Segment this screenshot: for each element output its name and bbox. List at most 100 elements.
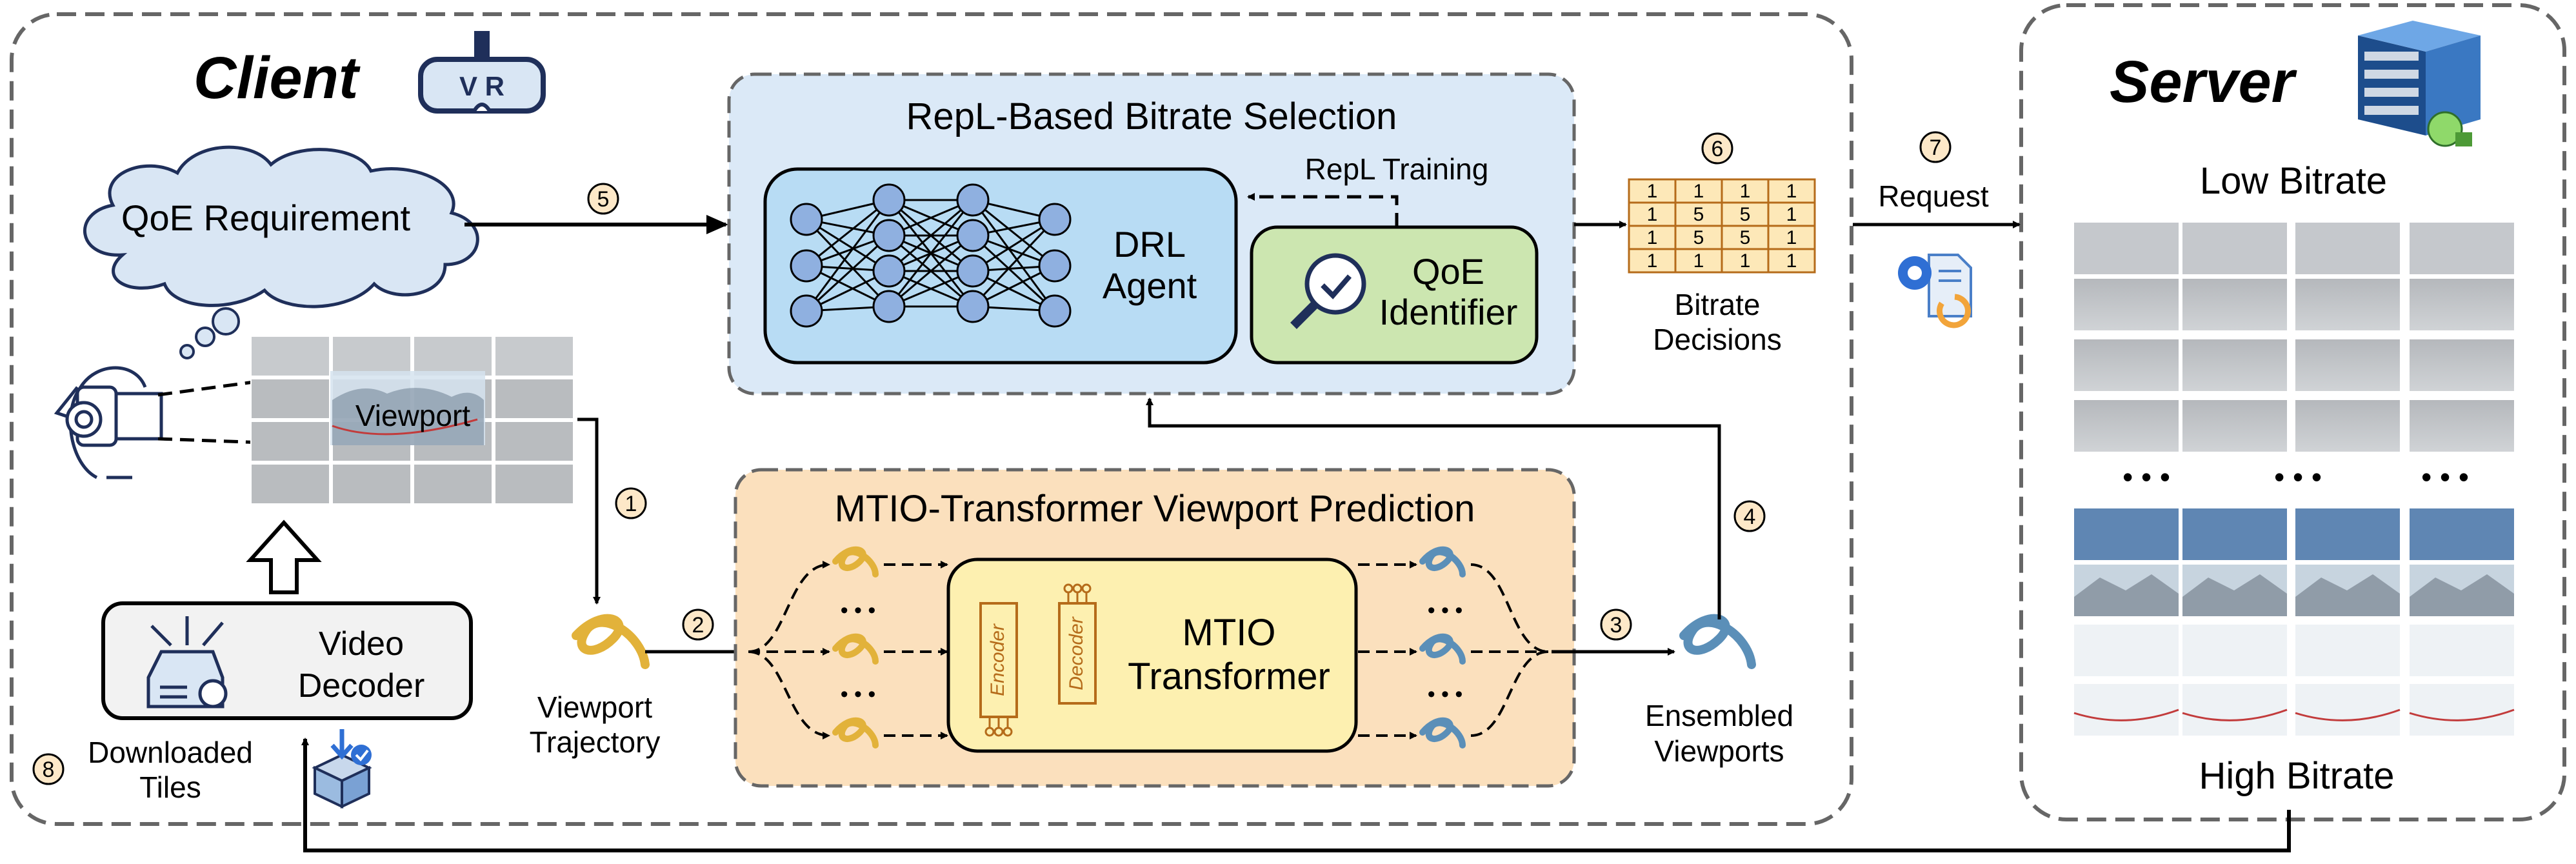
matrix-cell-value: 1 (1693, 181, 1704, 202)
vr-headset-icon: V R (418, 31, 546, 114)
nn-node (956, 290, 990, 323)
client-tile (252, 379, 329, 418)
low-bitrate-tile (2074, 223, 2179, 274)
svg-text:7: 7 (1930, 136, 1942, 160)
client-tile-grid: Viewport (250, 336, 574, 503)
nn-node (790, 203, 823, 236)
svg-text:1: 1 (625, 492, 637, 516)
low-bitrate-tile (2182, 223, 2287, 274)
trajectory-icon (832, 717, 879, 748)
svg-text:6: 6 (1712, 137, 1724, 161)
svg-text:5: 5 (597, 187, 610, 212)
client-tile (252, 465, 329, 503)
low-bitrate-tile (2182, 279, 2287, 330)
download-box-icon (312, 729, 372, 809)
high-bitrate-tile (2295, 508, 2400, 560)
high-bitrate-tile (2182, 684, 2287, 736)
step-1-badge: 1 (615, 487, 647, 519)
mtio-title: MTIO-Transformer Viewport Prediction (835, 488, 1475, 530)
matrix-cell-value: 5 (1740, 204, 1751, 225)
low-bitrate-tile (2182, 339, 2287, 391)
arrow-viewport-to-trajectory (577, 417, 601, 605)
high-bitrate-tile (2410, 508, 2514, 560)
matrix-cell (1628, 201, 1677, 227)
matrix-cell-value: 5 (1693, 227, 1704, 248)
nn-node (872, 254, 906, 288)
low-bitrate-tile (2410, 223, 2514, 274)
high-bitrate-tile (2410, 625, 2514, 676)
svg-text:Identifier: Identifier (1379, 292, 1518, 332)
matrix-cell (1674, 248, 1723, 274)
step-8-badge: 8 (32, 753, 65, 785)
svg-text:2: 2 (692, 613, 704, 638)
low-bitrate-tile (2295, 223, 2400, 274)
svg-text:4: 4 (1744, 505, 1756, 529)
svg-text:QoE Requirement: QoE Requirement (121, 197, 411, 238)
matrix-cell-value: 1 (1740, 250, 1751, 272)
svg-text:Viewport: Viewport (537, 690, 652, 724)
server-container (2019, 3, 2566, 821)
client-tile (252, 422, 329, 461)
trajectory-icon (832, 546, 879, 578)
dots: • • • (1428, 598, 1463, 623)
trajectory-icon (1419, 546, 1466, 578)
nn-node (790, 294, 823, 328)
low-bitrate-tile (2410, 400, 2514, 452)
svg-text:QoE: QoE (1412, 251, 1484, 292)
low-bitrate-tile (2410, 339, 2514, 391)
low-bitrate-tile (2295, 279, 2400, 330)
client-tile (333, 337, 410, 376)
nn-node (1038, 294, 1072, 328)
matrix-cell-value: 1 (1647, 204, 1658, 225)
matrix-cell-value: 1 (1647, 250, 1658, 272)
matrix-cell (1767, 248, 1816, 274)
svg-text:8: 8 (43, 758, 55, 782)
toolbox-icon (146, 616, 228, 708)
client-title: Client (194, 45, 361, 111)
svg-text:Tiles: Tiles (139, 770, 201, 804)
svg-text:Transformer: Transformer (1128, 656, 1330, 698)
nn-node (956, 254, 990, 288)
client-tile (333, 465, 410, 503)
encoder-block: Encoder (979, 602, 1018, 737)
low-bitrate-tile (2295, 400, 2400, 452)
nn-node (790, 249, 823, 283)
view-line-bottom (157, 437, 336, 447)
tiles-ellipsis-1: • • • (2122, 460, 2170, 494)
tiles-ellipsis-2: • • • (2274, 460, 2322, 494)
nn-node (1038, 249, 1072, 283)
matrix-cell-value: 5 (1740, 227, 1751, 248)
high-bitrate-tile (2295, 625, 2400, 676)
svg-text:Viewports: Viewports (1654, 734, 1784, 768)
svg-text:Decisions: Decisions (1653, 323, 1781, 356)
mtio-transformer-box (946, 558, 1358, 753)
server-title: Server (2110, 49, 2297, 115)
trajectory-icon (1419, 717, 1466, 748)
step-5-badge: 5 (587, 183, 619, 215)
user-head-vr-icon (54, 366, 163, 479)
nn-node (872, 219, 906, 252)
low-bitrate-tile (2410, 279, 2514, 330)
client-tile (495, 465, 573, 503)
svg-text:Encoder: Encoder (987, 623, 1008, 696)
svg-text:DRL: DRL (1113, 224, 1186, 265)
client-tile (495, 337, 573, 376)
low-bitrate-tile (2074, 400, 2179, 452)
svg-text:Ensembled: Ensembled (1645, 699, 1793, 732)
svg-text:Decoder: Decoder (1066, 616, 1087, 690)
nn-node (872, 290, 906, 323)
high-bitrate-tile (2074, 684, 2179, 736)
arrow-download-to-decoder (301, 738, 2291, 852)
view-line-top (157, 369, 336, 397)
low-bitrate-tile (2295, 339, 2400, 391)
nn-node (1038, 203, 1072, 236)
matrix-cell-value: 1 (1786, 227, 1797, 248)
matrix-cell-value: 1 (1786, 204, 1797, 225)
dots: • • • (841, 682, 876, 707)
high-bitrate-tile (2182, 508, 2287, 560)
qoe-requirement-cloud: QoE Requirement (83, 145, 479, 359)
trajectory-icon (572, 614, 650, 669)
high-bitrate-tile (2410, 684, 2514, 736)
